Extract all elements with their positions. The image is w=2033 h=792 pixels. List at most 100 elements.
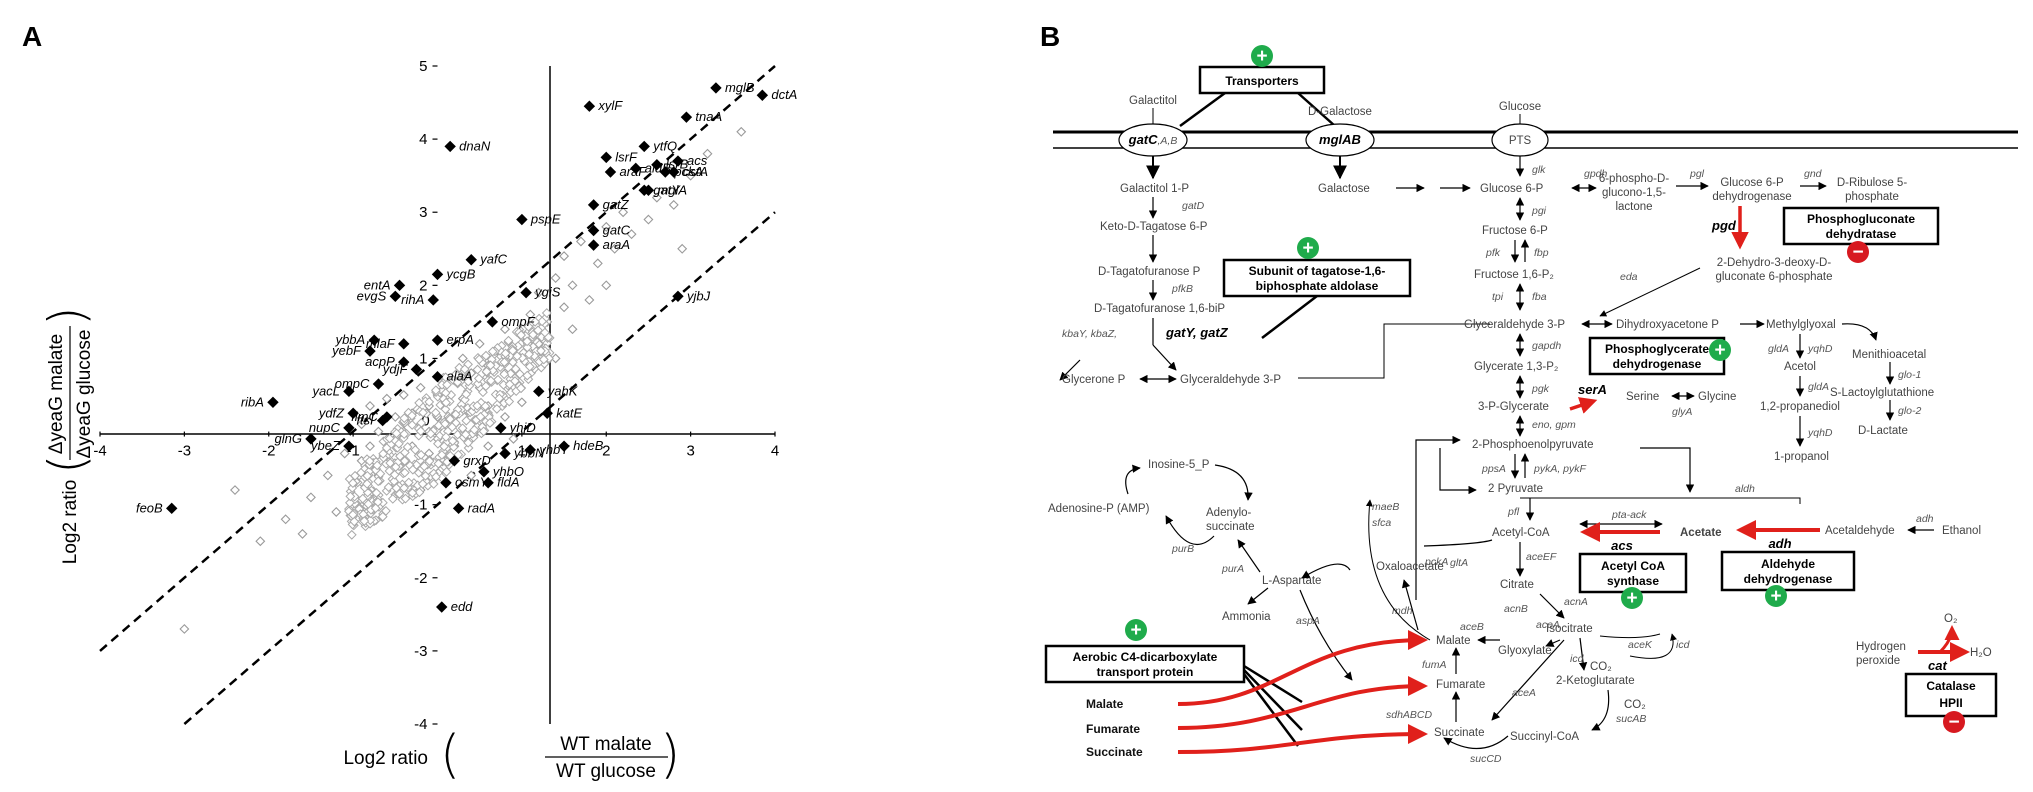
x-tick-label: -2 — [262, 443, 275, 460]
svg-text:phosphate: phosphate — [1845, 191, 1899, 203]
gene-point — [399, 483, 410, 493]
gene-label-hdeB: hdeB — [573, 438, 604, 453]
y-tick-label: 2 — [419, 277, 427, 294]
highlighted-gene-point — [465, 254, 477, 266]
highlighted-gene-point — [659, 166, 672, 178]
gene-point — [381, 443, 392, 453]
svg-text:aceEF: aceEF — [1526, 551, 1557, 563]
gene-point — [736, 126, 747, 137]
gene-point — [567, 280, 578, 291]
other-gene-points — [179, 126, 747, 634]
x-axis-label-numerator: WT malate — [560, 734, 652, 755]
svg-text:ppsA: ppsA — [1481, 463, 1506, 475]
gene-point — [469, 424, 480, 435]
gene-point — [350, 470, 360, 481]
y-tick-label: -3 — [414, 643, 427, 660]
gene-label-glnG: glnG — [274, 431, 301, 446]
highlighted-gene-point — [305, 433, 317, 445]
svg-text:CO₂: CO₂ — [1624, 699, 1646, 711]
gene-point — [399, 429, 410, 439]
gene-point — [505, 368, 516, 379]
gene-point — [230, 485, 240, 496]
gene-point — [381, 393, 392, 404]
svg-text:glo-1: glo-1 — [1898, 369, 1921, 381]
amp: Adenosine-P (AMP) — [1048, 503, 1150, 515]
gene-point — [491, 404, 502, 414]
gene-point — [533, 325, 543, 336]
gene-label-acpP: acpP — [365, 354, 395, 369]
gene-label-yhbY: yhbY — [538, 442, 570, 457]
gene-label-cstA: cstA — [683, 164, 708, 179]
highlighted-gene-point — [668, 166, 680, 178]
highlighted-gene-point — [372, 378, 385, 390]
gene-point — [538, 354, 549, 365]
svg-text:glo-2: glo-2 — [1898, 405, 1922, 417]
gene-point — [592, 258, 603, 269]
oxygen: O₂ — [1944, 613, 1957, 625]
gene-point — [442, 379, 452, 390]
plus-icon: + — [1130, 620, 1141, 641]
gene-point — [537, 316, 548, 327]
svg-text:aceK: aceK — [1628, 639, 1653, 651]
highlighted-gene-points — [166, 82, 769, 613]
substrate-succinate: Succinate — [1086, 745, 1143, 759]
x-tick-label: 4 — [771, 443, 779, 460]
pyruvate: 2 Pyruvate — [1488, 483, 1543, 495]
svg-text:D-Ribulose 5-: D-Ribulose 5- — [1837, 177, 1907, 189]
transporters-label: Transporters — [1225, 74, 1299, 88]
gene-point — [364, 456, 375, 467]
svg-text:2-Dehydro-3-deoxy-D-: 2-Dehydro-3-deoxy-D- — [1717, 257, 1832, 269]
isocitrate: Isocitrate — [1546, 623, 1593, 635]
gene-point — [436, 449, 447, 460]
gene-label-ybeZ: ybeZ — [310, 438, 341, 453]
fructose-16p: Fructose 1,6-P₂ — [1474, 269, 1554, 281]
svg-text:HPII: HPII — [1939, 696, 1962, 710]
gene-point — [400, 493, 411, 504]
gene-point — [677, 243, 688, 254]
enzyme-adh: adh — [1768, 536, 1791, 551]
gene-point — [503, 335, 514, 346]
y-tick-label: -4 — [414, 716, 427, 733]
gene-label-pspE: pspE — [530, 212, 561, 227]
glucose-6p: Glucose 6-P — [1480, 183, 1544, 195]
gene-point — [418, 407, 428, 418]
acetyl-coa-synthase-box — [1578, 552, 1688, 594]
ammonia: Ammonia — [1222, 611, 1271, 623]
gene-point — [500, 324, 510, 335]
enzyme-cat: cat — [1928, 658, 1947, 673]
svg-text:Subunit of tagatose-1,6-: Subunit of tagatose-1,6- — [1249, 264, 1386, 278]
gene-point — [305, 492, 316, 503]
svg-text:purB: purB — [1171, 543, 1194, 555]
gene-point — [356, 419, 367, 430]
svg-text:dehydrogenase: dehydrogenase — [1744, 572, 1833, 586]
gene-point — [626, 229, 637, 240]
gene-point — [514, 369, 525, 379]
svg-text:adh: adh — [1916, 513, 1934, 525]
acetol: Acetol — [1784, 361, 1816, 373]
gene-point — [601, 280, 612, 291]
gene-point — [685, 170, 696, 181]
gene-point — [567, 324, 578, 335]
y-tick-label: 3 — [419, 204, 427, 221]
aldehyde-dehydrogenase-box — [1720, 550, 1856, 592]
glyceraldehyde-3p: Glyceraldehyde 3-P — [1464, 319, 1565, 331]
y-tick-label: -1 — [414, 497, 427, 514]
gene-point — [357, 493, 368, 504]
glycine: Glycine — [1698, 391, 1736, 403]
gene-point — [362, 478, 372, 489]
gene-point — [431, 471, 441, 482]
oxaloacetate: Oxaloacetate — [1376, 561, 1444, 573]
gene-label-yacL: yacL — [311, 383, 339, 398]
gene-label-nupC: nupC — [309, 420, 341, 435]
gene-point — [474, 354, 485, 365]
gene-label-feoB: feoB — [136, 500, 163, 515]
gene-point — [402, 442, 413, 452]
acetaldehyde: Acetaldehyde — [1825, 525, 1895, 537]
gene-point — [373, 426, 384, 437]
gene-point — [430, 385, 441, 396]
svg-text:pgl: pgl — [1689, 168, 1705, 180]
gene-point — [347, 478, 358, 488]
gene-point — [460, 429, 471, 440]
svg-text:Catalase: Catalase — [1926, 679, 1976, 693]
highlighted-gene-point — [393, 279, 406, 292]
